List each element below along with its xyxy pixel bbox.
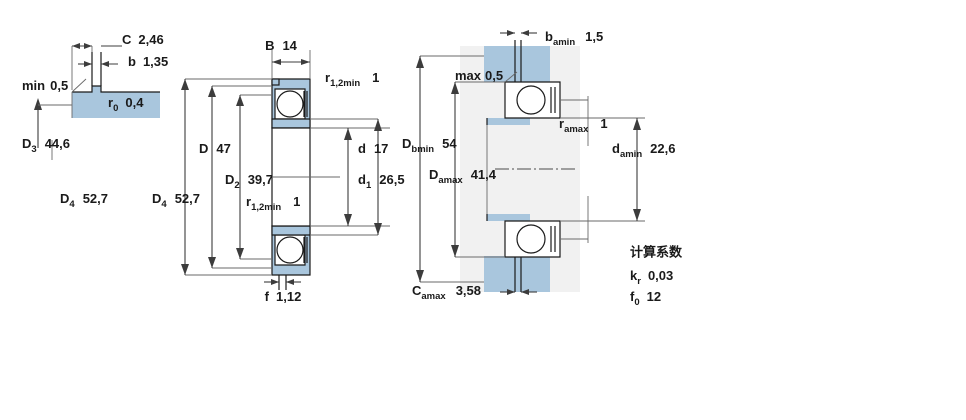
dim-b	[78, 61, 118, 67]
dim-dbmin	[416, 55, 484, 283]
housing-shoulder-upper	[484, 46, 550, 82]
ball-upper	[276, 90, 304, 118]
dim-b-width	[271, 50, 311, 79]
bearing-cross-section-view	[181, 50, 390, 290]
dim-f	[264, 279, 301, 285]
inner-ring-lower	[271, 225, 311, 236]
dim-damax	[451, 81, 505, 258]
abutment-ball-lower	[516, 224, 546, 254]
dim-ramax	[560, 96, 589, 243]
dim-d2	[236, 94, 272, 260]
dim-d1	[310, 118, 382, 236]
snap-ring-groove-view	[34, 43, 160, 160]
ball-lower	[276, 236, 304, 264]
dim-d4-outermost	[181, 78, 272, 276]
snap-ring-notch-upper	[271, 78, 280, 86]
shaft-shoulder-lower	[487, 214, 530, 221]
calc-factors-heading: 计算系数	[630, 245, 683, 261]
abutment-ball-upper	[516, 85, 546, 115]
dim-d3	[34, 98, 72, 148]
dim-d-outer	[208, 85, 272, 269]
housing-shoulder-lower	[484, 256, 550, 292]
max-chamfer-leader	[504, 71, 518, 83]
dim-camax	[500, 289, 537, 295]
shaft-shoulder-upper	[487, 118, 530, 125]
min-leader-line	[71, 78, 87, 93]
dim-c	[71, 43, 122, 90]
dim-bamin	[500, 30, 537, 36]
dim-damin	[560, 117, 645, 222]
abutment-view	[416, 30, 645, 295]
groove-body-outline	[72, 85, 160, 93]
inner-ring-upper	[271, 118, 311, 129]
groove-body-fill	[72, 86, 160, 118]
